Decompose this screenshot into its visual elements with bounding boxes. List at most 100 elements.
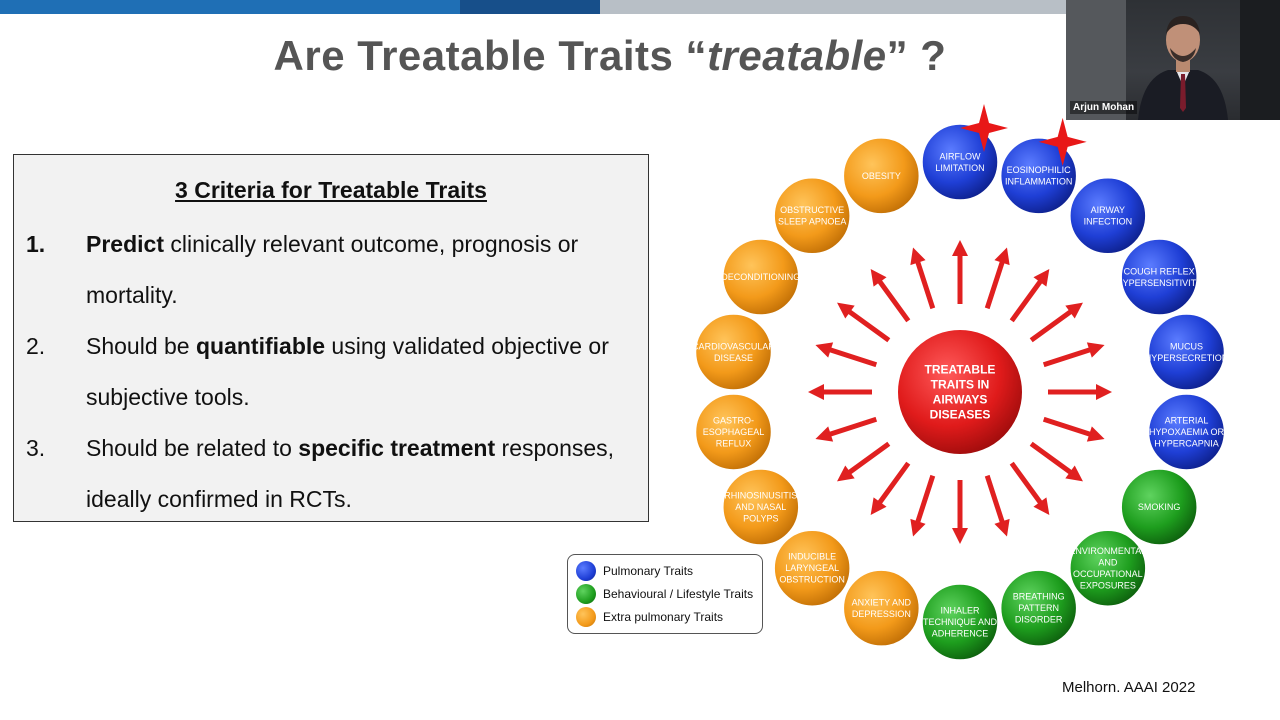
center-label: AIRWAYS (933, 393, 988, 407)
legend-item-pulmonary: Pulmonary Traits (576, 560, 693, 582)
arrow (1029, 302, 1083, 343)
arrow (808, 384, 872, 400)
trait-label: CARDIOVASCULAR (692, 341, 775, 351)
trait-label: ENVIRONMENTAL (1069, 546, 1146, 556)
center-label: TRAITS IN (931, 378, 990, 392)
trait-label: OCCUPATIONAL (1073, 569, 1143, 579)
trait-label: TECHNIQUE AND (923, 617, 998, 627)
trait-label: EOSINOPHILIC (1007, 165, 1072, 175)
trait-label: GASTRO- (713, 415, 754, 425)
citation: Melhorn. AAAI 2022 (1062, 679, 1196, 696)
arrow (1048, 384, 1112, 400)
trait-label: LARYNGEAL (785, 563, 839, 573)
arrow (1042, 342, 1105, 368)
legend-swatch (576, 607, 596, 627)
trait-node: MUCUS HYPERSECRETION (1145, 313, 1229, 391)
trait-label: AIRWAY (1091, 205, 1125, 215)
presenter-name: Arjun Mohan (1070, 101, 1138, 114)
arrow (952, 480, 968, 544)
presenter-video[interactable]: Arjun Mohan (1066, 0, 1280, 120)
trait-label: DEPRESSION (852, 609, 911, 619)
legend-swatch (576, 584, 596, 604)
trait-label: ESOPHAGEAL (703, 427, 765, 437)
trait-label: INFECTION (1084, 217, 1133, 227)
arrow (815, 342, 878, 368)
trait-label: OBSTRUCTIVE (780, 205, 844, 215)
arrow (1009, 461, 1050, 515)
trait-label: AND NASAL (735, 502, 786, 512)
trait-node: SMOKING (1120, 468, 1198, 546)
trait-node: DECONDITIONING (721, 238, 800, 316)
trait-node: EOSINOPHILIC INFLAMMATION (999, 137, 1078, 215)
arrow (870, 269, 911, 323)
legend: Pulmonary Traits Behavioural / Lifestyle… (567, 554, 763, 634)
arrow (870, 461, 911, 515)
trait-label: DECONDITIONING (721, 272, 800, 282)
trait-node: CARDIOVASCULAR DISEASE (692, 313, 775, 391)
video-background (1240, 0, 1280, 120)
trait-node: OBESITY (842, 137, 921, 215)
presenter-avatar (1138, 16, 1228, 120)
criteria-heading: 3 Criteria for Treatable Traits (175, 177, 487, 203)
arrow (837, 441, 891, 482)
arrow (952, 240, 968, 304)
trait-label: RHINOSINUSITIS (724, 491, 797, 501)
trait-label: INHALER (940, 606, 980, 616)
trait-node: OBSTRUCTIVE SLEEP APNOEA (773, 177, 851, 255)
arrow (984, 247, 1010, 310)
trait-label: MUCUS (1170, 341, 1203, 351)
top-accent-bar (0, 0, 460, 14)
star-icon (960, 104, 1008, 152)
trait-node: AIRWAY INFECTION (1069, 177, 1147, 255)
slide-title: Are Treatable Traits “treatable” ? (273, 32, 947, 79)
trait-label: INDUCIBLE (788, 552, 836, 562)
arrow (984, 474, 1010, 537)
top-accent-bar-dark (460, 0, 600, 14)
trait-label: ARTERIAL (1165, 415, 1209, 425)
trait-label: LIMITATION (935, 163, 984, 173)
criterion-1: 1. Predict clinically relevant outcome, … (26, 231, 579, 308)
top-accent-bar-grey (600, 0, 1070, 14)
trait-label: DISORDER (1015, 615, 1063, 625)
center-label: DISEASES (930, 408, 991, 422)
center-label: TREATABLE (925, 363, 996, 377)
trait-label: OBESITY (862, 171, 901, 181)
trait-node: COUGH REFLEX HYPERSENSITIVITY (1116, 238, 1202, 316)
arrow (815, 416, 878, 442)
trait-label: DISEASE (714, 353, 753, 363)
trait-label: AND (1098, 557, 1118, 567)
trait-label: EXPOSURES (1080, 580, 1136, 590)
trait-label: AIRFLOW (939, 151, 981, 161)
trait-label: HYPERSENSITIVITY (1116, 278, 1202, 288)
arrow (910, 474, 936, 537)
trait-label: ANXIETY AND (852, 597, 912, 607)
arrow (1042, 416, 1105, 442)
trait-label: SMOKING (1138, 502, 1181, 512)
trait-node: ANXIETY AND DEPRESSION (842, 569, 921, 647)
trait-label: POLYPS (743, 514, 778, 524)
trait-label: BREATHING (1013, 592, 1065, 602)
trait-label: HYPERCAPNIA (1154, 438, 1219, 448)
trait-label: OBSTRUCTION (779, 575, 845, 585)
trait-label: HYPERSECRETION (1145, 353, 1229, 363)
criterion-2: 2. Should be quantifiable using validate… (26, 333, 609, 410)
arrow (837, 302, 891, 343)
trait-label: PATTERN (1018, 603, 1059, 613)
arrow (910, 247, 936, 310)
legend-swatch (576, 561, 596, 581)
trait-label: SLEEP APNOEA (778, 217, 846, 227)
trait-label: HYPOXAEMIA OR (1149, 427, 1225, 437)
legend-item-extra-pulmonary: Extra pulmonary Traits (576, 606, 723, 628)
trait-label: COUGH REFLEX (1124, 266, 1195, 276)
trait-label: REFLUX (716, 438, 752, 448)
trait-label: INFLAMMATION (1005, 177, 1072, 187)
